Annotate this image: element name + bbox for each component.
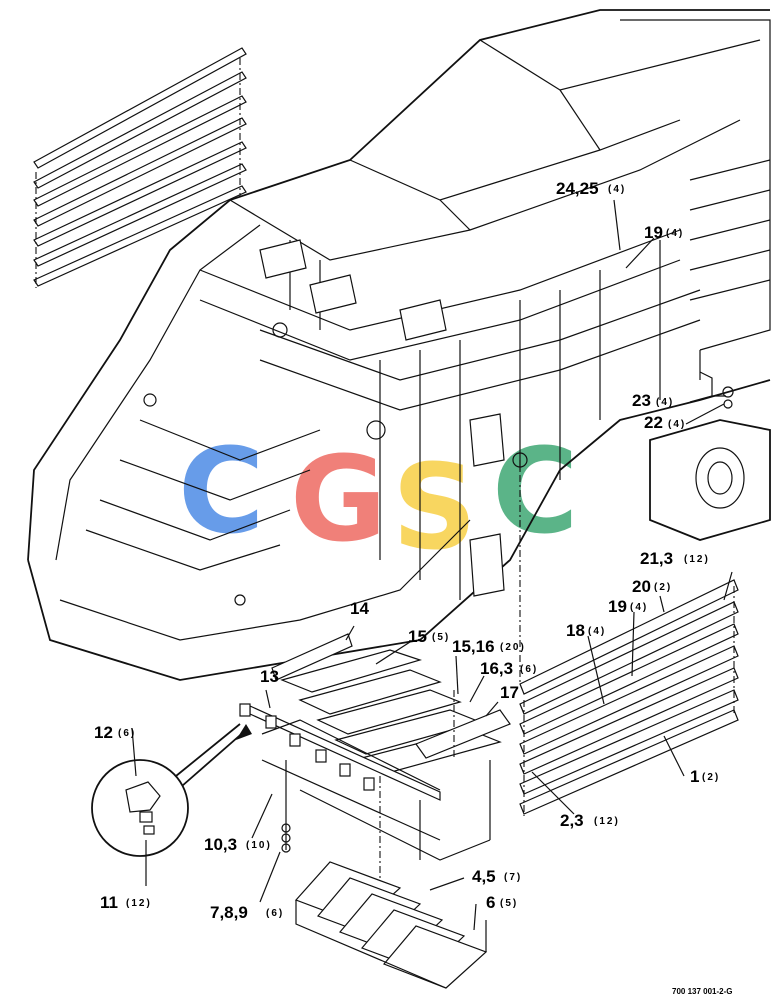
callout-label: 13 bbox=[260, 667, 279, 686]
callout-label: 21,3 bbox=[640, 549, 673, 568]
callout-15: 15 (5) bbox=[408, 627, 450, 646]
callout-label: 7,8,9 bbox=[210, 903, 248, 922]
callout-label: 2,3 bbox=[560, 811, 584, 830]
cgsc-watermark: C G S C bbox=[178, 422, 579, 576]
callout-label: 18 bbox=[566, 621, 585, 640]
callout-qty: (6) bbox=[118, 728, 136, 739]
callout-qty: (4) bbox=[668, 419, 686, 430]
callout-18: 18 (4) bbox=[566, 621, 606, 640]
callout-12: 12 (6) bbox=[94, 723, 136, 742]
callout-label: 1 bbox=[690, 767, 699, 786]
callout-19-right: 19 (4) bbox=[608, 597, 648, 616]
callout-label: 10,3 bbox=[204, 835, 237, 854]
callout-qty: (6) bbox=[266, 908, 284, 919]
callout-17: 17 bbox=[500, 683, 519, 702]
callout-11: 11 (12) bbox=[100, 893, 152, 912]
shoe-guides bbox=[239, 703, 375, 791]
callout-qty: (4) bbox=[630, 602, 648, 613]
callout-4-5: 4,5 (7) bbox=[472, 867, 522, 886]
callout-label: 23 bbox=[632, 391, 651, 410]
callout-label: 11 bbox=[100, 893, 118, 912]
callout-qty: (4) bbox=[666, 228, 684, 239]
baler-frame-assembly bbox=[27, 9, 771, 681]
callout-10-3: 10,3 (10) bbox=[204, 835, 272, 854]
callout-label: 17 bbox=[500, 683, 519, 702]
callout-6: 6 (5) bbox=[486, 893, 518, 912]
callout-label: 20 bbox=[632, 577, 651, 596]
callout-label: 19 bbox=[644, 223, 663, 242]
watermark-letter-c2: C bbox=[492, 422, 579, 560]
detail-magnifier bbox=[91, 723, 252, 857]
callout-21-3: 21,3 (12) bbox=[640, 549, 710, 568]
callout-14: 14 bbox=[350, 599, 369, 618]
lower-flight-assembly bbox=[294, 861, 488, 989]
watermark-letter-g: G bbox=[290, 430, 387, 568]
callout-24-25: 24,25 (4) bbox=[556, 179, 626, 198]
callout-13: 13 bbox=[260, 667, 279, 686]
top-left-strip-stack bbox=[33, 47, 247, 288]
callout-20: 20 (2) bbox=[632, 577, 672, 596]
callout-15-16: 15,16 (20) bbox=[452, 637, 526, 656]
callout-7-8-9: 7,8,9 (6) bbox=[210, 903, 284, 922]
callout-qty: (5) bbox=[500, 898, 518, 909]
callout-label: 6 bbox=[486, 893, 495, 912]
callout-label: 24,25 bbox=[556, 179, 599, 198]
callout-qty: (12) bbox=[684, 554, 710, 565]
callout-label: 15,16 bbox=[452, 637, 495, 656]
callout-qty: (7) bbox=[504, 872, 522, 883]
right-strip-stack bbox=[519, 460, 739, 816]
callout-2-3: 2,3 (12) bbox=[560, 811, 620, 830]
callout-label: 19 bbox=[608, 597, 627, 616]
callout-qty: (10) bbox=[246, 840, 272, 851]
callout-qty: (2) bbox=[654, 582, 672, 593]
callout-qty: (4) bbox=[656, 397, 674, 408]
callout-qty: (6) bbox=[520, 664, 538, 675]
callout-qty: (4) bbox=[588, 626, 606, 637]
callout-qty: (12) bbox=[126, 898, 152, 909]
callout-1: 1 (2) bbox=[690, 767, 720, 786]
callout-label: 22 bbox=[644, 413, 663, 432]
callout-label: 16,3 bbox=[480, 659, 513, 678]
callout-label: 14 bbox=[350, 599, 369, 618]
callout-qty: (12) bbox=[594, 816, 620, 827]
callout-label: 12 bbox=[94, 723, 113, 742]
watermark-letter-s: S bbox=[392, 438, 477, 576]
callout-23: 23 (4) bbox=[632, 391, 674, 410]
callout-22: 22 (4) bbox=[644, 413, 686, 432]
callout-qty: (20) bbox=[500, 642, 526, 653]
upper-flight-assembly bbox=[239, 633, 511, 880]
drawing-number: 700 137 001-2-G bbox=[672, 987, 733, 996]
callout-qty: (4) bbox=[608, 184, 626, 195]
callout-label: 4,5 bbox=[472, 867, 496, 886]
callout-19-top: 19 (4) bbox=[644, 223, 684, 242]
callout-qty: (2) bbox=[702, 772, 720, 783]
leader-lines bbox=[131, 199, 733, 931]
watermark-letter-c1: C bbox=[178, 422, 265, 560]
callout-label: 15 bbox=[408, 627, 427, 646]
callout-qty: (5) bbox=[432, 632, 450, 643]
callout-16-3: 16,3 (6) bbox=[480, 659, 538, 678]
